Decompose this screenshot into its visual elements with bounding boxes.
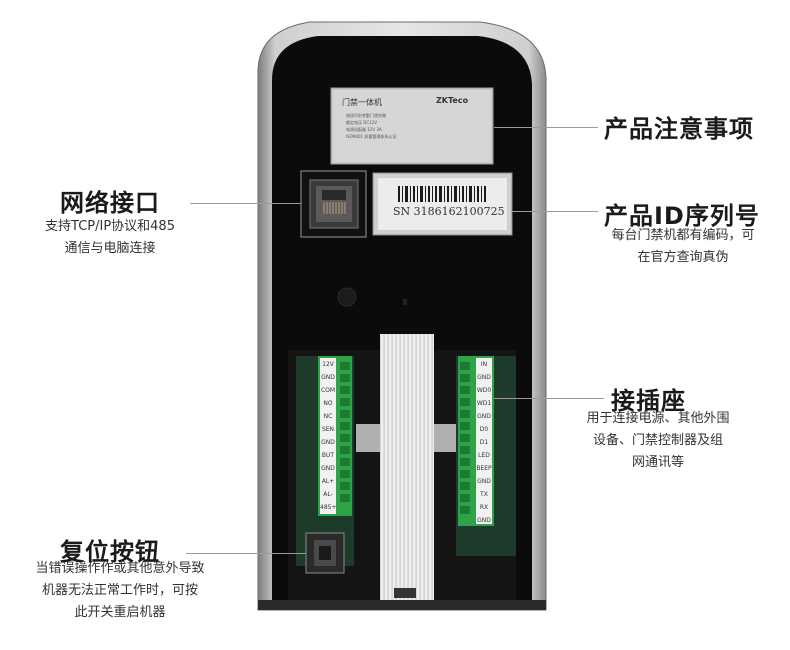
barcode — [398, 186, 486, 202]
socket-leader-line — [494, 398, 604, 399]
network-title: 网络接口 — [60, 189, 160, 217]
device-label-title: 门禁一体机 — [342, 98, 382, 107]
product-id-title: 产品ID序列号 — [604, 202, 760, 230]
right-terminal-labels: IN GND WD0 WD1 GND D0 D1 LED BEEP GND TX… — [476, 361, 492, 524]
product-id-desc: 每台门禁机都有编码，可 在官方查询真伪 — [611, 228, 755, 265]
screw-hole — [337, 287, 357, 307]
device-label-brand: ZKTeco — [436, 96, 469, 105]
network-desc: 支持TCP/IP协议和485 通信与电脑连接 — [45, 219, 175, 256]
reset-desc: 当错误操作作或其他意外导致 机器无法正常工作时，可按 此开关重启机器 — [35, 561, 205, 620]
product-id-leader-line — [512, 211, 598, 212]
ribbon-cable — [380, 334, 434, 600]
socket-title: 接插座 — [611, 387, 686, 415]
device-label-lines: 指纹识别考勤门禁终端 额定电压 DC12V 电源适配器 12V 3A ISO90… — [346, 113, 397, 139]
socket-desc: 用于连接电源、其他外围 设备、门禁控制器及组 网通讯等 — [586, 411, 730, 470]
serial-number-text: SN 3186162100725 — [393, 205, 505, 218]
reset-title: 复位按钮 — [60, 538, 160, 566]
reset-leader-line — [186, 553, 306, 554]
notice-leader-line — [494, 127, 598, 128]
network-leader-line — [190, 203, 301, 204]
notice-title: 产品注意事项 — [604, 115, 754, 143]
left-terminal-labels: 12V GND COM NO NC SEN GND BUT GND AL+ AL… — [320, 361, 337, 511]
